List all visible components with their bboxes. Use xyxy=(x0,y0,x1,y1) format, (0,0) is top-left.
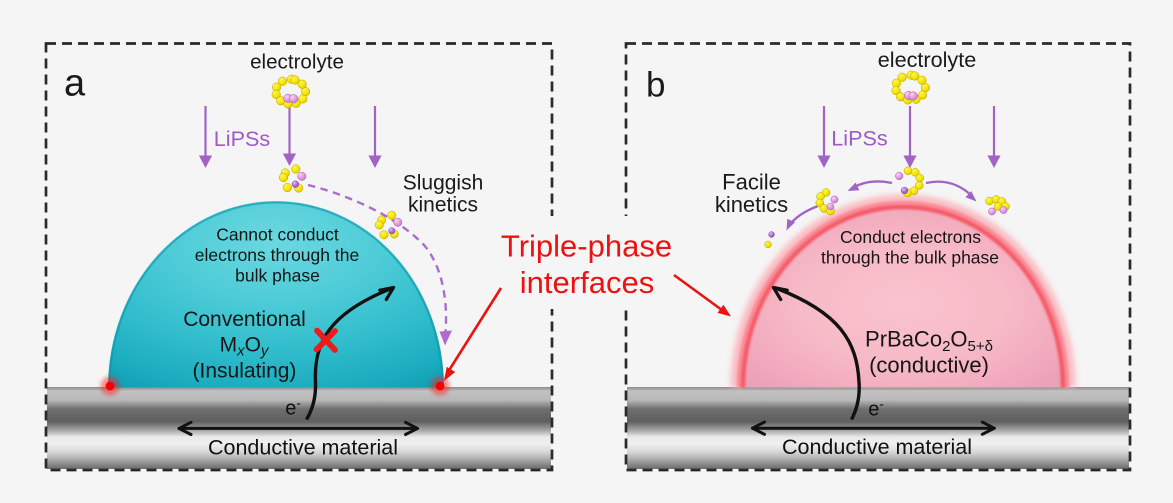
svg-text:Cannot conduct: Cannot conduct xyxy=(216,225,339,245)
svg-text:bulk phase: bulk phase xyxy=(235,266,320,286)
svg-text:electrons through the: electrons through the xyxy=(195,245,359,265)
svg-text:electrolyte: electrolyte xyxy=(878,47,976,72)
svg-text:LiPSs: LiPSs xyxy=(214,126,271,151)
svg-text:Conventional: Conventional xyxy=(183,308,306,331)
svg-text:(Insulating): (Insulating) xyxy=(193,360,297,383)
svg-text:through the bulk phase: through the bulk phase xyxy=(821,248,999,268)
svg-text:Conductive material: Conductive material xyxy=(782,435,972,459)
svg-text:Sluggish: Sluggish xyxy=(403,172,484,195)
svg-text:a: a xyxy=(64,63,86,105)
svg-text:electrolyte: electrolyte xyxy=(250,51,344,74)
svg-text:kinetics: kinetics xyxy=(715,192,788,217)
svg-text:LiPSs: LiPSs xyxy=(831,126,888,151)
svg-text:kinetics: kinetics xyxy=(408,194,478,217)
svg-text:Facile: Facile xyxy=(722,170,781,195)
svg-text:MxOy: MxOy xyxy=(220,334,270,360)
svg-text:interfaces: interfaces xyxy=(520,265,654,300)
svg-text:Conduct electrons: Conduct electrons xyxy=(840,227,981,247)
svg-text:Conductive material: Conductive material xyxy=(208,436,398,460)
svg-text:Triple-phase: Triple-phase xyxy=(501,229,672,264)
svg-text:b: b xyxy=(646,66,665,105)
svg-text:(conductive): (conductive) xyxy=(869,353,989,378)
